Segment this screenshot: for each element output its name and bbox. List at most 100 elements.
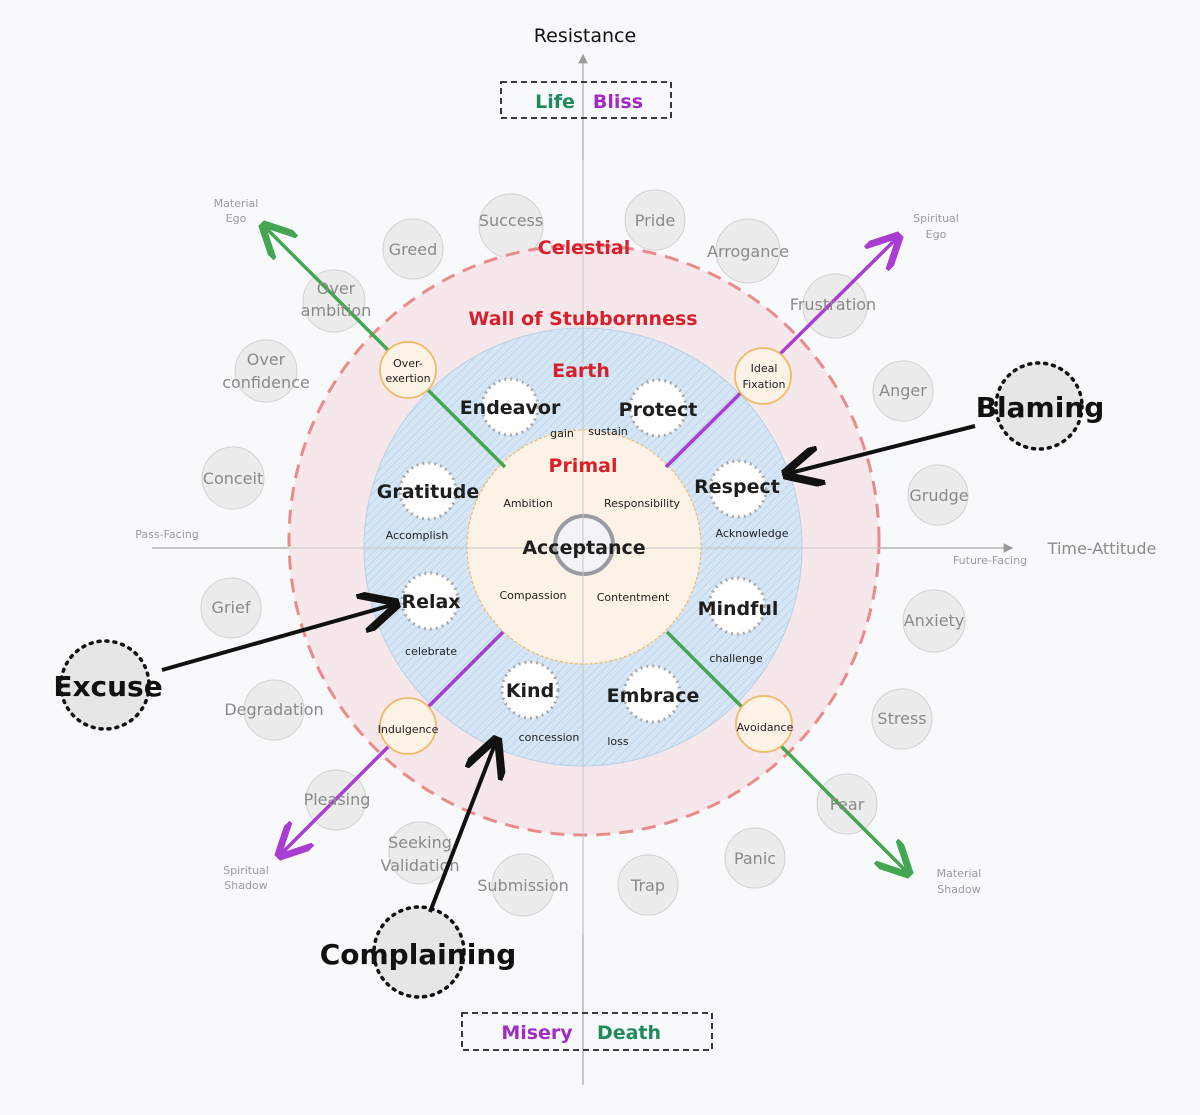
label-spiritual-shadow: Spiritual Shadow: [223, 864, 269, 892]
emotion-circle-conceit: [201, 446, 265, 510]
emotion-anxiety: Anxiety: [904, 611, 965, 630]
word-accomplish: Accomplish: [386, 529, 449, 542]
virtue-relax: Relax: [401, 591, 460, 613]
emotion-over-ambition: Over ambition: [301, 279, 372, 320]
label-material-shadow: Material Shadow: [937, 867, 982, 896]
behavior-excuse: Excuse: [53, 670, 162, 703]
svg-text:Over: Over: [247, 350, 286, 369]
emotion-arrogance: Arrogance: [707, 242, 789, 261]
arrow-complaining: [428, 744, 495, 913]
ring-title-celestial: Celestial: [538, 237, 630, 259]
emotion-circle-degradation: [243, 679, 305, 741]
svg-text:Bliss: Bliss: [593, 91, 643, 113]
svg-text:Ego: Ego: [226, 212, 247, 225]
svg-text:Spiritual: Spiritual: [913, 212, 959, 225]
emotion-circle-stress: [871, 688, 933, 750]
emotion-trap: Trap: [630, 876, 665, 895]
corner-node-ideal-fixation: Ideal Fixation: [734, 347, 792, 405]
emotion-circle-over-ambition: [302, 269, 366, 333]
emotion-circle-grudge: [907, 464, 969, 526]
axis-title-time-attitude: Time-Attitude: [1047, 539, 1157, 558]
primal-ambition: Ambition: [503, 497, 552, 510]
virtue-embrace: Embrace: [607, 685, 700, 707]
svg-text:confidence: confidence: [222, 373, 310, 392]
axis-label-pass-facing: Pass-Facing: [135, 528, 198, 541]
emotion-circle-over-confidence: [234, 339, 298, 403]
virtue-circle-protect: [628, 378, 688, 438]
life-bliss-box: Life Bliss: [500, 81, 672, 119]
emotion-pride: Pride: [635, 211, 675, 230]
word-celebrate: celebrate: [405, 645, 457, 658]
label-material-ego: Material Ego: [214, 197, 259, 225]
virtue-respect: Respect: [694, 476, 780, 498]
virtue-mindful: Mindful: [698, 598, 779, 620]
ring-title-earth: Earth: [552, 360, 610, 382]
svg-text:Ego: Ego: [926, 228, 947, 241]
emotion-seeking-validation: Seeking Validation: [380, 833, 459, 875]
emotion-success: Success: [479, 211, 543, 230]
svg-text:Over-: Over-: [393, 357, 423, 370]
primal-compassion: Compassion: [499, 589, 566, 602]
primal-responsibility: Responsibility: [604, 497, 681, 510]
svg-text:Material: Material: [937, 867, 982, 880]
behavior-blaming: Blaming: [976, 391, 1105, 424]
emotion-circle-fear: [816, 773, 878, 835]
behavior-complaining: Complaining: [320, 938, 517, 971]
corner-node-indulgence: Indulgence: [378, 697, 439, 755]
axis-title-resistance: Resistance: [534, 25, 636, 47]
label-spiritual-ego: Spiritual Ego: [913, 212, 959, 241]
svg-text:Seeking: Seeking: [388, 833, 452, 852]
emotion-degradation: Degradation: [224, 700, 323, 719]
emotion-over-confidence: Over confidence: [222, 350, 310, 392]
svg-text:Spiritual: Spiritual: [223, 864, 269, 877]
emotion-circle-arrogance: [715, 218, 781, 284]
arrow-spiritual-ego: [664, 239, 896, 469]
emotion-circle-grief: [200, 577, 262, 639]
emotion-circle-panic: [724, 827, 786, 889]
virtue-circle-kind: [500, 660, 560, 720]
svg-text:Material: Material: [214, 197, 259, 210]
emotion-circle-anger: [872, 360, 934, 422]
svg-text:Shadow: Shadow: [937, 883, 980, 896]
emotion-panic: Panic: [734, 849, 776, 868]
arrow-material-shadow: [665, 630, 906, 871]
svg-text:Over: Over: [317, 279, 356, 298]
emotion-stress: Stress: [877, 709, 926, 728]
emotion-pleasing: Pleasing: [304, 790, 371, 809]
virtue-circle-mindful: [707, 576, 767, 636]
emotion-circle-submission: [491, 853, 555, 917]
ring-title-wall: Wall of Stubbornness: [468, 308, 697, 330]
emotion-circle-frustration: [802, 273, 868, 339]
svg-text:Misery: Misery: [501, 1022, 573, 1044]
virtue-endeavor: Endeavor: [460, 397, 561, 419]
emotion-grief: Grief: [212, 598, 251, 617]
emotion-circle-pride: [624, 189, 686, 251]
axis-label-future-facing: Future-Facing: [953, 554, 1027, 567]
virtue-circle-relax: [400, 571, 460, 631]
behavior-circle-blaming: [994, 361, 1084, 451]
emotion-anger: Anger: [879, 381, 927, 400]
word-loss: loss: [607, 735, 629, 748]
virtue-circle-gratitude: [398, 461, 458, 521]
emotion-circle-trap: [617, 854, 679, 916]
virtue-circle-respect: [708, 459, 768, 519]
behavior-circle-excuse: [59, 639, 151, 731]
word-concession: concession: [519, 731, 580, 744]
svg-text:Shadow: Shadow: [224, 879, 267, 892]
behavior-circle-complaining: [372, 905, 466, 999]
emotion-fear: Fear: [830, 795, 865, 814]
svg-text:exertion: exertion: [385, 372, 430, 385]
virtue-protect: Protect: [619, 399, 698, 421]
svg-text:Ideal: Ideal: [751, 362, 778, 375]
emotion-circle-greed: [382, 218, 444, 280]
corner-node-avoidance: Avoidance: [735, 695, 794, 753]
svg-text:Life: Life: [535, 91, 575, 113]
word-gain: gain: [550, 427, 574, 440]
svg-text:Death: Death: [597, 1022, 661, 1044]
virtue-gratitude: Gratitude: [377, 481, 479, 503]
arrow-excuse: [161, 605, 392, 672]
emotion-conceit: Conceit: [203, 469, 263, 488]
emotion-submission: Submission: [477, 876, 569, 895]
emotion-greed: Greed: [389, 240, 437, 259]
